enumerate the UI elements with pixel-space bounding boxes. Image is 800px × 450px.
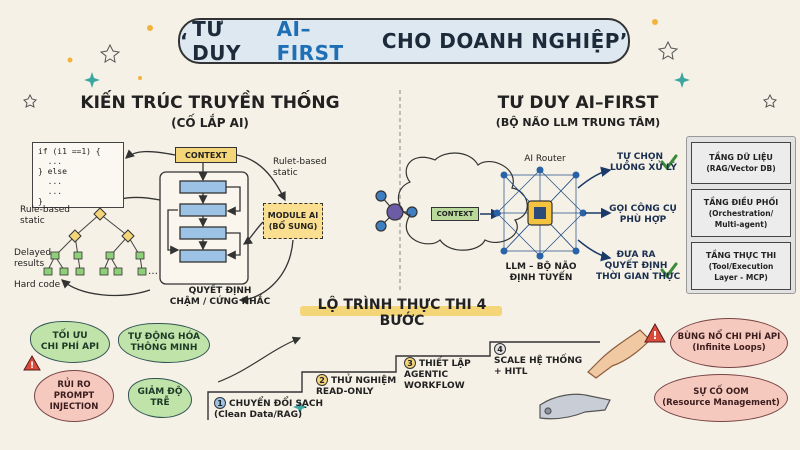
step-2-text: THỬ NGHIỆM READ-ONLY: [316, 376, 397, 397]
module-ai-box: MODULE AI (BỔ SUNG): [263, 203, 323, 239]
layer-orchestration: TẦNG ĐIỀU PHỐI (Orchestration/ Multi-age…: [691, 189, 791, 237]
rule-based-static-label-2: Rule-based static: [20, 205, 71, 226]
llm-cloud: [397, 152, 528, 251]
title-part3: CHO DOANH NGHIỆP: [374, 29, 620, 53]
right-subheading: (BỘ NÃO LLM TRUNG TÂM): [495, 116, 661, 129]
neural-nodes: [493, 166, 587, 260]
layer-orchestration-title: TẦNG ĐIỀU PHỐI: [703, 197, 779, 207]
title-part1: TƯ DUY: [192, 17, 241, 65]
title-accent: AI–FIRST: [276, 17, 344, 65]
left-heading: KIẾN TRÚC TRUYỀN THỐNG: [80, 93, 340, 113]
step-3-text: THIẾT LẬP AGENTIC WORKFLOW: [404, 359, 471, 391]
benefit-reduce-latency: GIẢM ĐỘ TRỄ: [128, 378, 192, 418]
layer-execution-title: TẦNG THỰC THI: [705, 250, 777, 260]
context-box-right: CONTEXT: [431, 207, 479, 221]
svg-text:!: !: [30, 361, 34, 371]
left-subheading: (CỐ LẮP AI): [171, 116, 249, 130]
rule-based-static-label-1: Rulet-based static: [273, 157, 327, 178]
risk-prompt-injection: RỦI RO PROMPT INJECTION: [34, 370, 114, 422]
title-quote-open: ‘: [180, 29, 189, 53]
roadmap-highlight: [300, 306, 502, 316]
risk-api-cost-title: BÙNG NỔ CHI PHÍ API: [677, 332, 781, 342]
risk-api-cost-sub: (Infinite Loops): [692, 343, 766, 353]
growth-arrow: [217, 336, 302, 383]
risk-api-cost-explosion: BÙNG NỔ CHI PHÍ API (Infinite Loops): [670, 318, 788, 368]
benefit-optimize-api-cost: TỐI ƯU CHI PHÍ API: [30, 321, 110, 363]
roadmap-stairs: [207, 341, 600, 420]
decision-slow-label: QUYẾT ĐỊNH CHẬM / CỨNG NHẮC: [169, 286, 271, 307]
roadmap-title: LỘ TRÌNH THỰC THI 4 BƯỚC: [317, 297, 487, 329]
layer-execution: TẦNG THỰC THI (Tool/Execution Layer - MC…: [691, 242, 791, 290]
step-2-number: 2: [316, 374, 328, 386]
step-1-number: 1: [214, 397, 226, 409]
check-marks: [660, 154, 678, 279]
decor-dots: [67, 19, 658, 80]
decor-sparkles: [84, 72, 690, 414]
warning-icon: !: [644, 322, 666, 343]
benefit-smart-automation-label: TỰ ĐỘNG HÓA THÔNG MINH: [128, 332, 200, 353]
decor-stars: [23, 40, 777, 108]
decision-tree-leaves: [43, 251, 147, 276]
benefit-smart-automation: TỰ ĐỘNG HÓA THÔNG MINH: [118, 323, 210, 363]
risk-oom-title: SỰ CỐ OOM: [693, 387, 749, 397]
neural-network: [496, 169, 584, 257]
warning-icon-2: !: [23, 354, 41, 371]
input-node-cluster: [375, 190, 418, 232]
svg-text:!: !: [652, 329, 657, 342]
output-choose-flow: TỰ CHỌN LUỒNG XỬ LÝ: [610, 152, 677, 173]
roadmap-step-4: 4SCALE HỆ THỐNG + HITL: [494, 343, 594, 378]
robot-hand-icon: [539, 393, 611, 420]
risk-oom: SỰ CỐ OOM (Resource Management): [654, 374, 788, 422]
step-4-number: 4: [494, 343, 506, 355]
human-hand-icon: [587, 329, 651, 379]
benefit-reduce-latency-label: GIẢM ĐỘ TRỄ: [137, 387, 183, 408]
title-quote-close: ’: [619, 29, 628, 53]
step-3-number: 3: [404, 357, 416, 369]
ai-chip-icon: [527, 200, 553, 226]
layer-data: TẦNG DỮ LIỆU (RAG/Vector DB): [691, 142, 791, 184]
risk-oom-sub: (Resource Management): [662, 398, 780, 408]
hard-code-label: Hard code: [14, 280, 61, 290]
delayed-results-label: Delayed results: [14, 248, 52, 269]
right-heading: TƯ DUY AI–FIRST: [497, 93, 659, 113]
risk-prompt-injection-label: RỦI RO PROMPT INJECTION: [49, 379, 99, 412]
layer-orchestration-sub: (Orchestration/ Multi-agent): [708, 208, 774, 229]
layer-execution-sub: (Tool/Execution Layer - MCP): [708, 261, 774, 282]
benefit-optimize-api-cost-label: TỐI ƯU CHI PHÍ API: [40, 331, 100, 352]
llm-label: LLM – BỘ NÃO ĐỊNH TUYẾN: [505, 262, 577, 283]
tree-ellipsis: …: [148, 266, 158, 277]
decision-tree-nodes: [68, 207, 135, 243]
traditional-flowchart: [61, 149, 294, 305]
ai-router-label: AI Router: [524, 154, 566, 164]
output-call-tools: GỌI CÔNG CỤ PHÙ HỢP: [609, 204, 677, 225]
output-realtime-decision: ĐƯA RA QUYẾT ĐỊNH THỜI GIAN THỰC: [596, 250, 681, 282]
step-4-text: SCALE HỆ THỐNG + HITL: [494, 356, 583, 377]
code-snippet: if (i1 ==1) { ... } else ... ... }: [32, 142, 124, 208]
layer-data-title: TẦNG DỮ LIỆU: [709, 153, 773, 162]
context-box-left: CONTEXT: [175, 147, 237, 163]
page-title: ‘ TƯ DUY AI–FIRST CHO DOANH NGHIỆP ’: [178, 17, 630, 65]
output-arrows: [577, 166, 612, 262]
layer-data-sub: (RAG/Vector DB): [706, 164, 776, 173]
step-1-text: CHUYỂN ĐỔI SẠCH (Clean Data/RAG): [214, 399, 324, 420]
